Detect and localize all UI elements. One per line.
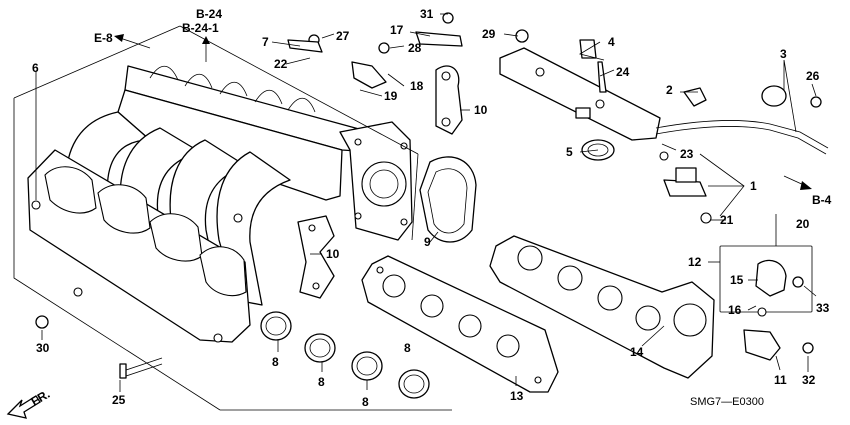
ref-b4: B-4 (812, 193, 832, 207)
intake-manifold (27, 65, 413, 343)
callout-8a: 8 (272, 355, 279, 369)
rail-collar (579, 39, 607, 93)
callout-5: 5 (566, 145, 573, 159)
callout-18: 18 (410, 79, 424, 93)
callout-1: 1 (750, 179, 757, 193)
callout-30: 30 (36, 341, 50, 355)
callout-19: 19 (384, 89, 398, 103)
callout-26: 26 (806, 69, 820, 83)
callout-2: 2 (666, 83, 673, 97)
callout-6: 6 (32, 61, 39, 75)
callout-27: 27 (336, 29, 350, 43)
callout-12: 12 (688, 255, 702, 269)
frame-lines (13, 25, 452, 411)
callout-8b: 8 (318, 375, 325, 389)
manifold-bracket-lower (297, 215, 335, 299)
callout-33: 33 (816, 301, 830, 315)
callout-29: 29 (482, 27, 496, 41)
callout-16: 16 (728, 303, 742, 317)
fasteners (35, 12, 822, 379)
front-direction-arrow: FR. (6, 387, 52, 419)
callout-8d: 8 (404, 341, 411, 355)
callout-32: 32 (802, 373, 816, 387)
callout-14: 14 (630, 345, 644, 359)
callout-3: 3 (780, 47, 787, 61)
callout-22: 22 (274, 57, 288, 71)
callout-11: 11 (774, 373, 787, 387)
manifold-bracket-upper (435, 65, 463, 135)
callout-25: 25 (112, 393, 126, 407)
callout-7: 7 (262, 35, 269, 49)
fuel-injector (659, 151, 712, 224)
callout-23: 23 (680, 147, 694, 161)
ref-b24-1: B-24-1 (182, 21, 219, 35)
fuel-rail (499, 47, 829, 155)
callout-8c: 8 (362, 395, 369, 409)
diagram-code: SMG7—E0300 (690, 396, 764, 408)
callout-21: 21 (720, 213, 734, 227)
manifold-insulator (489, 235, 715, 379)
leader-lines (35, 13, 817, 392)
injector-clip (683, 87, 707, 107)
callout-31: 31 (420, 7, 434, 21)
reference-arrows (114, 34, 812, 190)
callout-10a: 10 (474, 103, 488, 117)
callout-17: 17 (390, 23, 404, 37)
callout-9: 9 (424, 235, 431, 249)
ref-e8: E-8 (94, 31, 113, 45)
map-sensor-assembly (719, 214, 813, 361)
callout-28: 28 (408, 41, 422, 55)
callout-15: 15 (730, 273, 744, 287)
ref-b24: B-24 (196, 7, 222, 21)
callout-13: 13 (510, 389, 524, 403)
fuel-line-clamp (761, 85, 787, 107)
callout-24: 24 (616, 65, 630, 79)
intake-manifold-gasket (361, 255, 559, 393)
throttle-body-gasket (419, 156, 477, 243)
port-seals (260, 311, 430, 399)
callout-20: 20 (796, 217, 810, 231)
callout-4: 4 (608, 35, 615, 49)
callout-10b: 10 (326, 247, 340, 261)
